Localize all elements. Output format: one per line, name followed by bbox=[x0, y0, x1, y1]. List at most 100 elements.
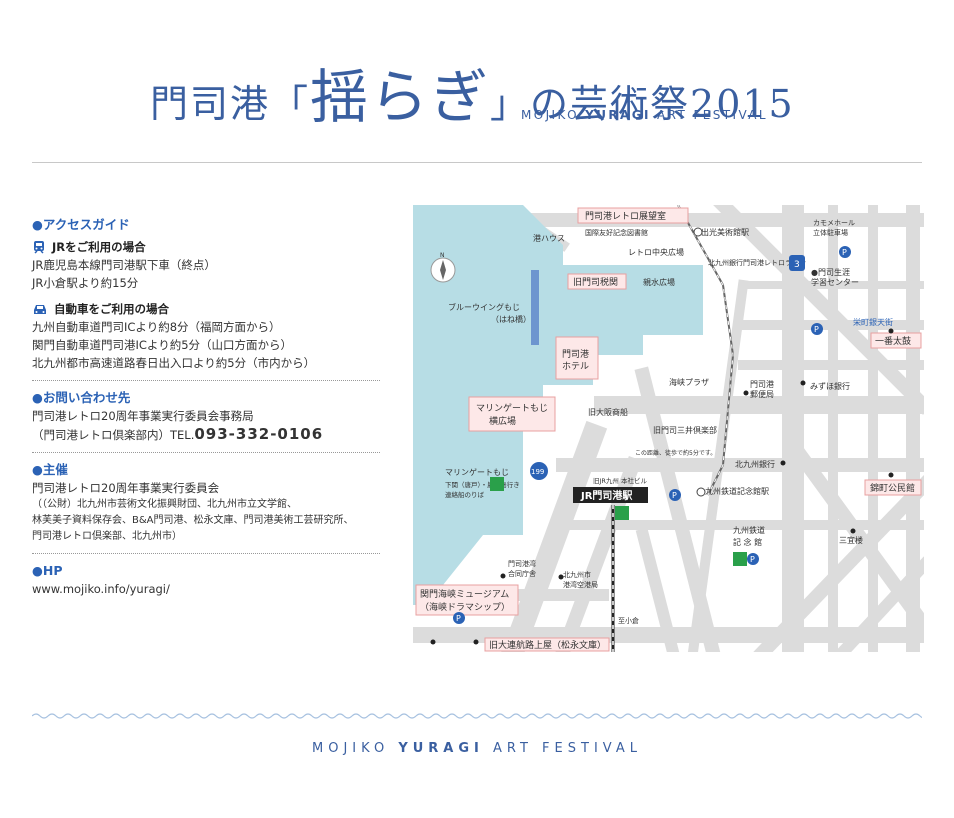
parking-icon bbox=[669, 489, 681, 501]
label-gakushu-2: 学習センター bbox=[811, 277, 859, 287]
contact-heading: ●お問い合わせ先 bbox=[32, 390, 131, 405]
contact-tel-prefix: （門司港レトロ倶楽部内）TEL. bbox=[32, 428, 195, 442]
venue-box-tenjishitsu[interactable] bbox=[577, 207, 689, 224]
title-pre: 門司港「 bbox=[150, 82, 311, 126]
car-heading-label: 自動車をご利用の場合 bbox=[54, 302, 169, 316]
footer-b: YURAGI bbox=[398, 741, 484, 756]
venue-marine-2: 横広場 bbox=[489, 415, 516, 427]
sangi-marker bbox=[850, 528, 856, 534]
footer-c: ART FESTIVAL bbox=[483, 741, 642, 756]
hp-heading: ●HP bbox=[32, 563, 63, 578]
label-kamome-2: 立体駐車場 bbox=[813, 228, 848, 237]
venue-hotel-2: ホテル bbox=[562, 361, 589, 372]
old-dairen-marker bbox=[473, 639, 479, 645]
label-sangi: 三宜楼 bbox=[839, 535, 863, 545]
ichiban-marker bbox=[888, 328, 894, 334]
car-icon bbox=[34, 305, 46, 314]
venue-box-old-dairen[interactable] bbox=[484, 637, 610, 652]
svg-text:N: N bbox=[440, 252, 445, 259]
info-column: ●アクセスガイド JRをご利用の場合 JR鹿児島本線門司港駅下車（終点） JR小… bbox=[32, 216, 382, 598]
railway-museum-station-marker bbox=[696, 487, 706, 497]
label-to-kokura: 至小倉 bbox=[618, 616, 639, 625]
venue-box-marine[interactable] bbox=[468, 396, 556, 432]
divider bbox=[32, 553, 380, 554]
organizer-member-3: 門司港レトロ倶楽部、北九州市） bbox=[32, 531, 182, 542]
parking-label: P bbox=[672, 491, 677, 500]
car-line-3: 北九州都市高速道路春日出入口より約5分（市内から） bbox=[32, 356, 316, 370]
toilet-icon bbox=[733, 552, 747, 566]
label-railway-museum-1: 九州鉄道 bbox=[733, 525, 765, 535]
route-3-label: 3 bbox=[794, 260, 800, 270]
label-kyushu-bank: 北九州銀行 bbox=[735, 459, 775, 469]
wave-divider bbox=[32, 713, 922, 719]
venue-museum-2: （海峡ドラマシップ） bbox=[420, 601, 510, 613]
parking-label: P bbox=[842, 248, 847, 257]
label-library: 国際友好記念図書館 bbox=[585, 228, 648, 237]
label-bluewing-2: （はね橋） bbox=[491, 314, 531, 324]
organizer-heading: ●主催 bbox=[32, 462, 68, 477]
subtitle-a: MOJIKO bbox=[521, 108, 586, 122]
map-svg: N 門司港レトロ展望室 旧門司税関 門司港 ホテル マリンゲートもじ 横広場 一… bbox=[413, 205, 924, 652]
hp-url[interactable]: www.mojiko.info/yuragi/ bbox=[32, 582, 170, 596]
jr-station-label: JR門司港駅 bbox=[580, 489, 633, 502]
organizer-member-1: （（公財）北九州市芸術文化振興財団、北九州市立文学館、 bbox=[32, 499, 297, 510]
venue-box-ichiban[interactable] bbox=[870, 332, 922, 349]
toilet-icon bbox=[490, 477, 504, 491]
route-199-sign: 199 bbox=[530, 462, 548, 480]
title-big: 揺らぎ bbox=[310, 63, 491, 131]
contact-tel: 093-332-0106 bbox=[194, 425, 324, 443]
label-mitsui: 旧門司三井倶楽部 bbox=[653, 425, 717, 435]
label-sakaemachi: 栄町銀天街 bbox=[853, 317, 893, 327]
venue-box-zeikan[interactable] bbox=[567, 273, 627, 290]
label-distance: この距離、徒歩で約5分です。 bbox=[635, 449, 716, 457]
jr-line-2: JR小倉駅より約15分 bbox=[32, 276, 139, 290]
label-kamome-1: カモメホール bbox=[813, 219, 855, 227]
parking-label: P bbox=[750, 555, 755, 564]
organizer-name: 門司港レトロ20周年事業実行委員会 bbox=[32, 481, 220, 495]
header-divider bbox=[32, 162, 922, 163]
jr-heading: JRをご利用の場合 bbox=[32, 238, 382, 256]
parking-icon bbox=[453, 612, 465, 624]
label-trolley: 北九州銀行門司港レトロライン bbox=[708, 258, 806, 267]
label-shimonoseki-3: 連絡船のりば bbox=[445, 490, 485, 499]
parking-label: P bbox=[456, 614, 461, 623]
venue-old-dairen: 旧大連航路上屋（松永文庫） bbox=[489, 639, 606, 651]
label-godo-1: 門司港湾 bbox=[508, 559, 536, 568]
venue-box-nishiki[interactable] bbox=[864, 479, 922, 496]
label-minato-house: 港ハウス bbox=[533, 233, 565, 243]
label-mojiko-post-2: 郵便局 bbox=[750, 389, 774, 399]
sea bbox=[413, 205, 703, 605]
label-osaka-shosen: 旧大阪商船 bbox=[588, 407, 628, 417]
parking-icon bbox=[747, 553, 759, 565]
jr-heading-label: JRをご利用の場合 bbox=[52, 240, 146, 254]
label-jr-honsha: 旧JR九州 本社ビル bbox=[593, 476, 647, 485]
car-heading: 自動車をご利用の場合 bbox=[32, 300, 382, 318]
label-shinsui: 親水広場 bbox=[643, 277, 675, 287]
label-shimonoseki-1: マリンゲートもじ bbox=[445, 467, 509, 477]
venue-marine-1: マリンゲートもじ bbox=[476, 402, 548, 414]
label-port-1: 北九州市 bbox=[563, 570, 591, 579]
label-port-2: 港湾空港局 bbox=[563, 580, 598, 589]
footer-title: MOJIKO YURAGI ART FESTIVAL bbox=[0, 741, 954, 756]
divider bbox=[32, 452, 380, 453]
mizuho-marker bbox=[800, 380, 806, 386]
page-title: 門司港「揺らぎ」の芸術祭2015 bbox=[150, 50, 795, 134]
godo-marker bbox=[500, 573, 506, 579]
header: 門司港「揺らぎ」の芸術祭2015 MOJIKO YURAGI ART FESTI… bbox=[0, 30, 954, 140]
venue-box-hotel[interactable] bbox=[555, 336, 599, 380]
car-line-1: 九州自動車道門司ICより約8分（福岡方面から） bbox=[32, 320, 281, 334]
label-komorenkan: 出光美術館駅 bbox=[701, 227, 749, 237]
page-subtitle: MOJIKO YURAGI ART FESTIVAL bbox=[521, 108, 768, 122]
kyushu-bank-marker bbox=[780, 460, 786, 466]
toilet-icon bbox=[615, 506, 629, 520]
car-line-2: 関門自動車道門司港ICより約5分（山口方面から） bbox=[32, 338, 293, 352]
compass-icon: N bbox=[430, 252, 456, 283]
train-icon bbox=[34, 241, 44, 254]
label-gakushu-1: ●門司生涯 bbox=[811, 267, 850, 277]
trolley-line-dash bbox=[677, 205, 734, 496]
parking-icon bbox=[839, 246, 851, 258]
parking-label: P bbox=[814, 325, 819, 334]
jr-station-box[interactable] bbox=[573, 487, 648, 503]
venue-box-museum[interactable] bbox=[415, 584, 519, 616]
parking-icon bbox=[811, 323, 823, 335]
